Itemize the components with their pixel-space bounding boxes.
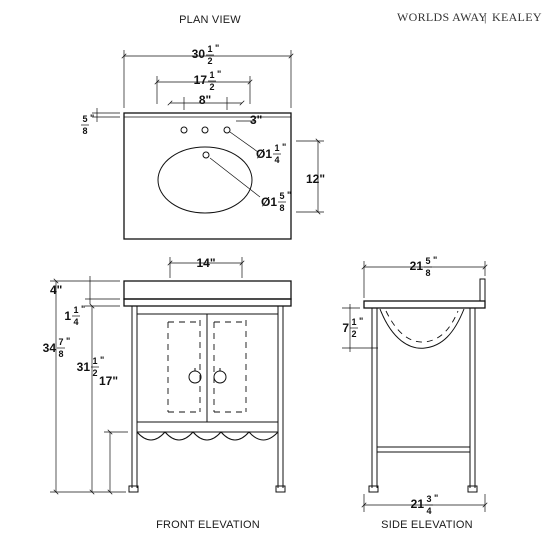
dim-plan-depth: 12" bbox=[306, 172, 325, 186]
dim-den: 4 bbox=[274, 155, 279, 165]
dim-whole: 31 bbox=[77, 360, 91, 374]
dim-side-basin: 7 1 2 " bbox=[342, 316, 363, 339]
dim-front-counter: 31 1 2 " bbox=[77, 355, 105, 378]
dim-den: 4 bbox=[426, 506, 431, 516]
dim-num: 1 bbox=[73, 305, 78, 315]
dim-unit: " bbox=[287, 190, 291, 200]
plan-view: 30 1 2 " 17 1 2 " 8" 5 8 " bbox=[81, 43, 325, 240]
dim-num: 1 bbox=[209, 70, 214, 80]
dim-whole: Ø1 bbox=[261, 195, 277, 209]
front-foot-right bbox=[275, 485, 286, 493]
plan-faucet-hole-left bbox=[180, 126, 188, 134]
side-basin-profile bbox=[379, 308, 465, 349]
side-elevation-title: SIDE ELEVATION bbox=[381, 519, 473, 531]
side-foot-front bbox=[368, 485, 379, 493]
dim-plan-top: 5 8 " bbox=[81, 113, 94, 136]
dim-unit: " bbox=[217, 69, 221, 79]
side-backsplash bbox=[479, 278, 486, 302]
dim-den: 8 bbox=[58, 349, 63, 359]
brand-name: WORLDS AWAY bbox=[397, 10, 487, 24]
dim-num: 5 bbox=[82, 114, 87, 124]
dim-front-height: 34 7 8 " bbox=[43, 336, 71, 359]
side-countertop bbox=[363, 300, 486, 309]
plan-view-title: PLAN VIEW bbox=[179, 14, 241, 26]
dim-whole: 17 bbox=[194, 73, 208, 87]
dim-num: 1 bbox=[351, 317, 356, 327]
front-ring-pull-right bbox=[213, 370, 227, 384]
brand-separator: | bbox=[484, 10, 487, 24]
front-countertop bbox=[123, 298, 292, 307]
dim-side-depth-top: 21 5 8 " bbox=[410, 255, 438, 278]
dim-whole: 7 bbox=[342, 321, 349, 335]
front-foot-left bbox=[128, 485, 139, 493]
brand-lockup: WORLDS AWAY | KEALEY bbox=[397, 10, 542, 24]
plan-basin bbox=[157, 146, 253, 214]
dim-num: 5 bbox=[425, 256, 430, 266]
dim-num: 1 bbox=[92, 356, 97, 366]
dim-front-basin: 14" bbox=[196, 256, 215, 270]
dim-den: 2 bbox=[207, 56, 212, 66]
plan-countertop-outline bbox=[123, 112, 292, 240]
dim-whole: Ø1 bbox=[256, 147, 272, 161]
dim-whole: 30 bbox=[192, 47, 206, 61]
side-foot-back bbox=[467, 485, 478, 493]
dim-den: 2 bbox=[92, 368, 97, 378]
dim-plan-hole-diameter: Ø1 1 4 " bbox=[256, 142, 286, 165]
dim-den: 2 bbox=[209, 82, 214, 92]
dim-whole: 21 bbox=[411, 497, 425, 511]
dim-unit: " bbox=[215, 43, 219, 53]
dim-unit: " bbox=[433, 255, 437, 265]
dim-unit: " bbox=[66, 336, 70, 346]
plan-drain bbox=[202, 151, 210, 159]
dim-whole: 34 bbox=[43, 341, 57, 355]
dim-num: 7 bbox=[58, 337, 63, 347]
dim-unit: " bbox=[359, 316, 363, 326]
dim-unit: " bbox=[434, 493, 438, 503]
front-door-left bbox=[136, 313, 208, 423]
side-elevation: 21 5 8 " 7 1 2 " 21 3 4 " bbox=[342, 255, 488, 516]
dim-unit: " bbox=[90, 113, 94, 123]
front-hidden-sink-right bbox=[213, 320, 247, 413]
front-ring-pull-left bbox=[188, 370, 202, 384]
dim-plan-width: 30 1 2 " bbox=[192, 43, 220, 66]
dim-num: 1 bbox=[207, 44, 212, 54]
dim-num: 5 bbox=[279, 191, 284, 201]
front-scalloped-apron bbox=[136, 431, 279, 441]
dim-whole: 21 bbox=[410, 259, 424, 273]
dim-num: 3 bbox=[426, 494, 431, 504]
dim-front-top: 1 1 4 " bbox=[64, 304, 85, 327]
dim-den: 8 bbox=[82, 126, 87, 136]
front-door-right bbox=[206, 313, 279, 423]
leader-line bbox=[209, 157, 261, 198]
dim-num: 1 bbox=[274, 143, 279, 153]
front-backsplash bbox=[123, 280, 292, 300]
dim-plan-offset: 3" bbox=[250, 113, 262, 127]
dim-den: 4 bbox=[73, 317, 78, 327]
dim-den: 8 bbox=[279, 203, 284, 213]
dim-unit: " bbox=[100, 355, 104, 365]
dim-plan-faucet: 17 1 2 " bbox=[194, 69, 222, 92]
dim-plan-holes: 8" bbox=[199, 93, 211, 107]
plan-faucet-hole-right bbox=[223, 126, 231, 134]
plan-faucet-hole-center bbox=[201, 126, 209, 134]
dim-den: 2 bbox=[351, 329, 356, 339]
dim-whole: 1 bbox=[64, 309, 71, 323]
leader-line bbox=[229, 131, 259, 153]
front-elevation: 14" 4" 1 1 4 " 34 7 8 " 31 1 bbox=[43, 256, 292, 495]
dim-front-shelf: 17" bbox=[99, 374, 118, 388]
dim-unit: " bbox=[81, 304, 85, 314]
brand-product: KEALEY bbox=[492, 10, 542, 24]
front-hidden-sink-left bbox=[167, 320, 201, 413]
dim-unit: " bbox=[282, 142, 286, 152]
dim-side-depth-base: 21 3 4 " bbox=[411, 493, 439, 516]
dim-plan-drain-diameter: Ø1 5 8 " bbox=[261, 190, 291, 213]
front-elevation-title: FRONT ELEVATION bbox=[156, 519, 260, 531]
dim-den: 8 bbox=[425, 268, 430, 278]
